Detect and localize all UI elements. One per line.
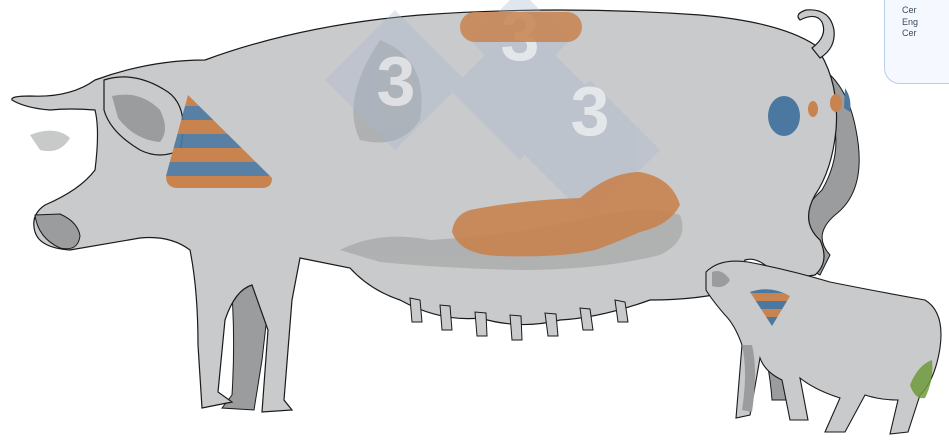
rump-edge-blue — [844, 88, 850, 112]
watermark-digit: 3 — [377, 42, 416, 120]
flank-region-blue — [768, 96, 800, 136]
rump-dot-orange-1 — [808, 101, 818, 117]
legend-line-1: Cer — [902, 5, 949, 17]
piglet — [706, 261, 941, 434]
back-region-orange — [460, 12, 582, 42]
legend-panel: Cer Eng Cer — [884, 0, 949, 84]
legend-line-2: Eng — [902, 17, 949, 29]
rump-dot-orange-2 — [830, 94, 842, 112]
legend-line-3: Cer — [902, 28, 949, 40]
watermark-digit: 3 — [571, 72, 610, 150]
piglet-body — [706, 261, 941, 434]
